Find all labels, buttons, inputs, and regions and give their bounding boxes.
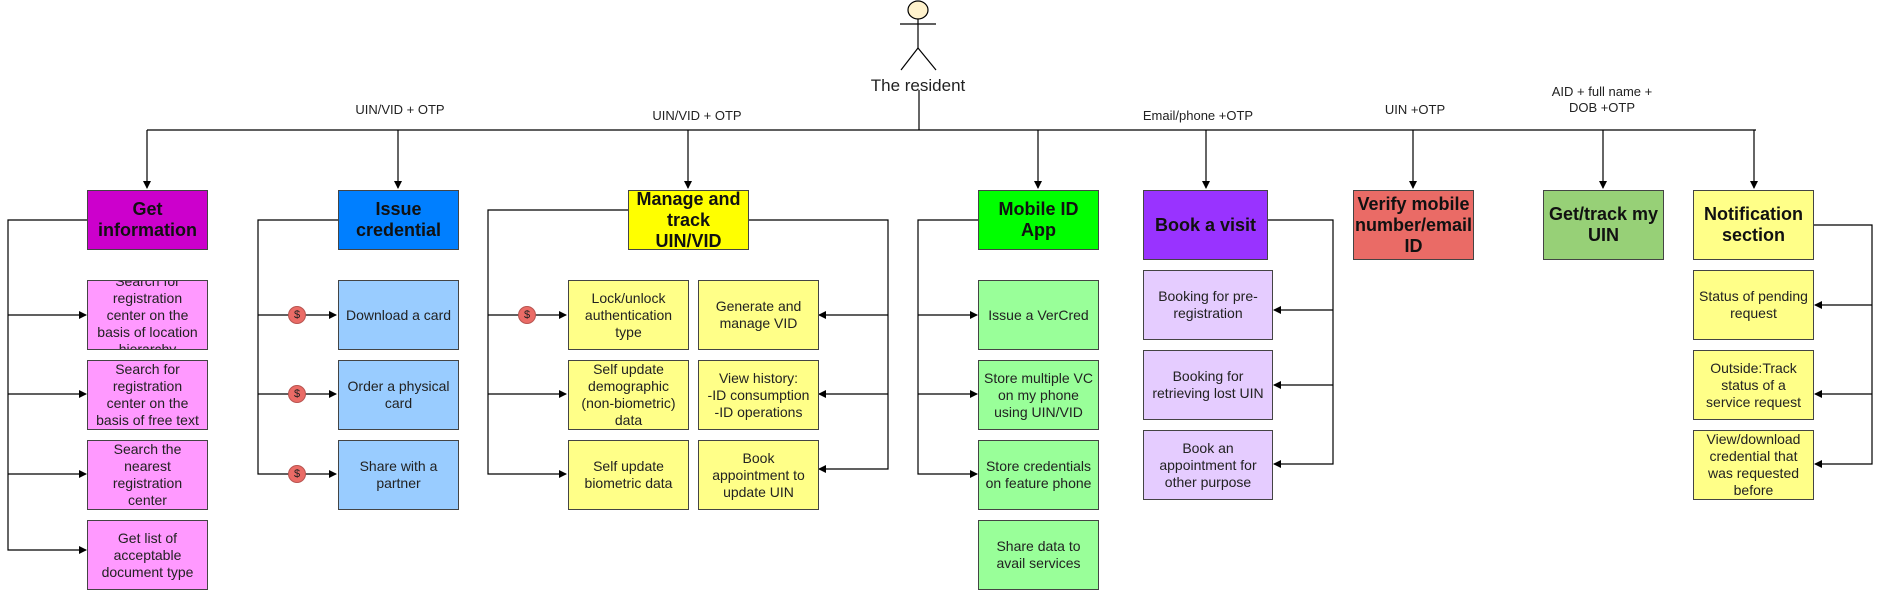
verify-contact-header[interactable]: Verify mobile number/email ID [1353,190,1474,260]
issue-credential-header[interactable]: Issue credential [338,190,459,250]
paid-marker-icon: $ [288,385,306,403]
manage-uin-header[interactable]: Manage and track UIN/VID [628,190,749,250]
paid-marker-icon: $ [288,465,306,483]
mobile-id-item-1[interactable]: Issue a VerCred [978,280,1099,350]
notification-item-3[interactable]: View/download credential that was reques… [1693,430,1814,500]
paid-marker-icon: $ [518,306,536,324]
book-visit-item-2[interactable]: Booking for retrieving lost UIN [1143,350,1273,420]
edge-label-manage-uin: UIN/VID + OTP [652,108,742,123]
manage-uin-left-item-3[interactable]: Self update biometric data [568,440,689,510]
get-information-item-1[interactable]: Search for registration center on the ba… [87,280,208,350]
notification-item-1[interactable]: Status of pending request [1693,270,1814,340]
paid-marker-icon: $ [288,306,306,324]
get-track-uin-header[interactable]: Get/track my UIN [1543,190,1664,260]
issue-credential-item-1[interactable]: Download a card [338,280,459,350]
mobile-id-item-3[interactable]: Store credentials on feature phone [978,440,1099,510]
edge-label-book-visit: Email/phone +OTP [1142,108,1254,123]
book-visit-item-3[interactable]: Book an appointment for other purpose [1143,430,1273,500]
mobile-id-item-2[interactable]: Store multiple VC on my phone using UIN/… [978,360,1099,430]
mobile-id-header[interactable]: Mobile ID App [978,190,1099,250]
manage-uin-right-item-1[interactable]: Generate and manage VID [698,280,819,350]
issue-credential-item-2[interactable]: Order a physical card [338,360,459,430]
get-information-item-2[interactable]: Search for registration center on the ba… [87,360,208,430]
edge-label-verify-contact: UIN +OTP [1384,102,1446,117]
manage-uin-left-item-1[interactable]: Lock/unlock authentication type [568,280,689,350]
get-information-item-3[interactable]: Search the nearest registration center [87,440,208,510]
manage-uin-left-item-2[interactable]: Self update demographic (non-biometric) … [568,360,689,430]
stick-figure-icon [900,0,937,71]
edge-label-get-track-uin: AID + full name + DOB +OTP [1551,84,1653,115]
get-information-header[interactable]: Get information [87,190,208,250]
manage-uin-right-item-3[interactable]: Book appointment to update UIN [698,440,819,510]
get-information-item-4[interactable]: Get list of acceptable document type [87,520,208,590]
issue-credential-item-3[interactable]: Share with a partner [338,440,459,510]
manage-uin-right-item-2[interactable]: View history: -ID consumption -ID operat… [698,360,819,430]
edge-label-issue-credential: UIN/VID + OTP [355,102,445,117]
notification-header[interactable]: Notification section [1693,190,1814,260]
book-visit-header[interactable]: Book a visit [1143,190,1268,260]
book-visit-item-1[interactable]: Booking for pre-registration [1143,270,1273,340]
actor-label: The resident [870,76,966,95]
notification-item-2[interactable]: Outside:Track status of a service reques… [1693,350,1814,420]
mobile-id-item-4[interactable]: Share data to avail services [978,520,1099,590]
